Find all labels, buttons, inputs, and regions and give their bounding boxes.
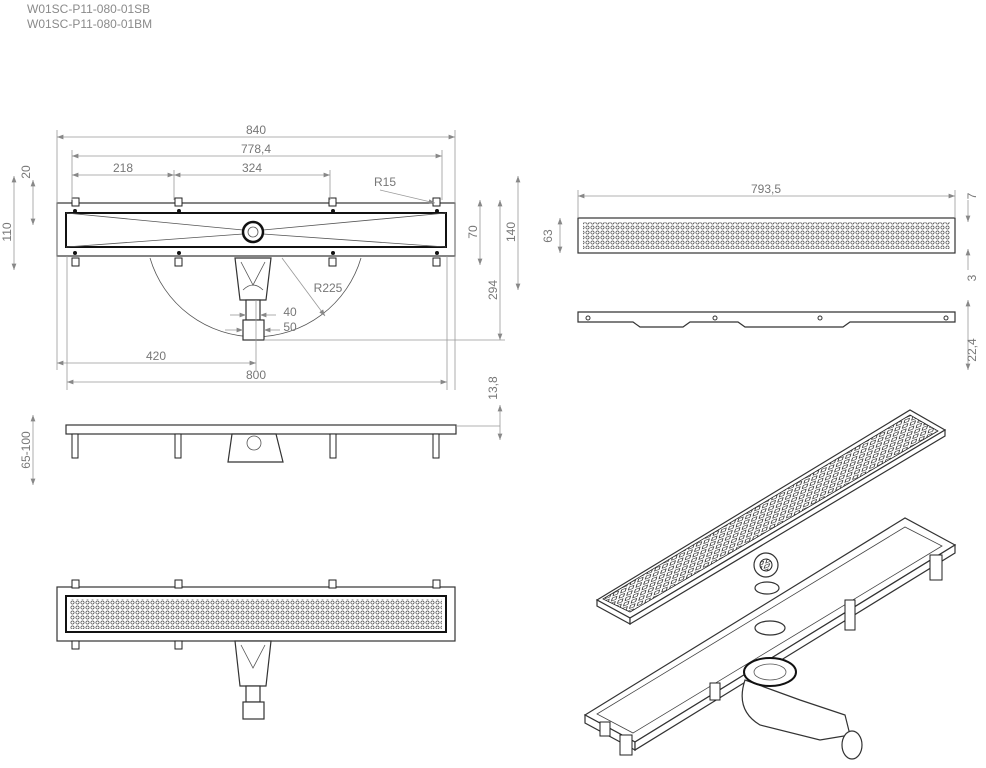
feet xyxy=(71,197,441,267)
dim-outlet-inner: 40 xyxy=(283,305,297,319)
dim-side-height: 13,8 xyxy=(486,376,500,400)
top-view-dimensions xyxy=(11,130,521,390)
dim-flange: 20 xyxy=(19,165,33,179)
side-view xyxy=(30,405,503,485)
dim-overall-length: 840 xyxy=(246,123,266,137)
drain-outlet-icon xyxy=(241,220,265,244)
dim-inner-width: 70 xyxy=(466,225,480,239)
siphon-body xyxy=(234,257,272,301)
dim-channel-length: 800 xyxy=(246,368,266,382)
dim-grate-gap: 3 xyxy=(965,274,979,281)
dim-foot-spacing-middle: 324 xyxy=(242,161,262,175)
dim-foot-spacing-outer: 218 xyxy=(113,161,133,175)
siphon-iso xyxy=(741,679,851,741)
dim-grate-width: 63 xyxy=(541,229,555,243)
dim-foot-radius: R15 xyxy=(374,175,396,189)
grate-plan-view xyxy=(557,190,971,370)
top-view xyxy=(56,197,456,341)
dim-channel-height: 110 xyxy=(0,222,14,241)
product-codes: W01SC-P11-080-01SB W01SC-P11-080-01BM xyxy=(27,2,152,32)
isometric-view xyxy=(583,409,957,760)
dim-foot-width: 140 xyxy=(504,222,518,242)
product-code-bm: W01SC-P11-080-01BM xyxy=(27,17,153,31)
product-code-sb: W01SC-P11-080-01SB xyxy=(27,2,151,16)
dim-feet-span: 778,4 xyxy=(241,142,271,156)
dim-grate-top: 7 xyxy=(965,192,979,199)
dim-rotation-radius: R225 xyxy=(314,281,343,295)
dim-outlet-offset: 420 xyxy=(146,349,166,363)
dim-grate-profile: 22,4 xyxy=(965,338,979,362)
grate-profile xyxy=(577,311,956,328)
grate-top-view xyxy=(56,579,456,720)
dim-outlet-depth: 294 xyxy=(486,280,500,300)
dim-adjust-height: 65-100 xyxy=(19,431,33,469)
outlet-pipe xyxy=(242,319,265,341)
dim-outlet-outer: 50 xyxy=(283,320,297,334)
dim-grate-length: 793,5 xyxy=(751,182,781,196)
